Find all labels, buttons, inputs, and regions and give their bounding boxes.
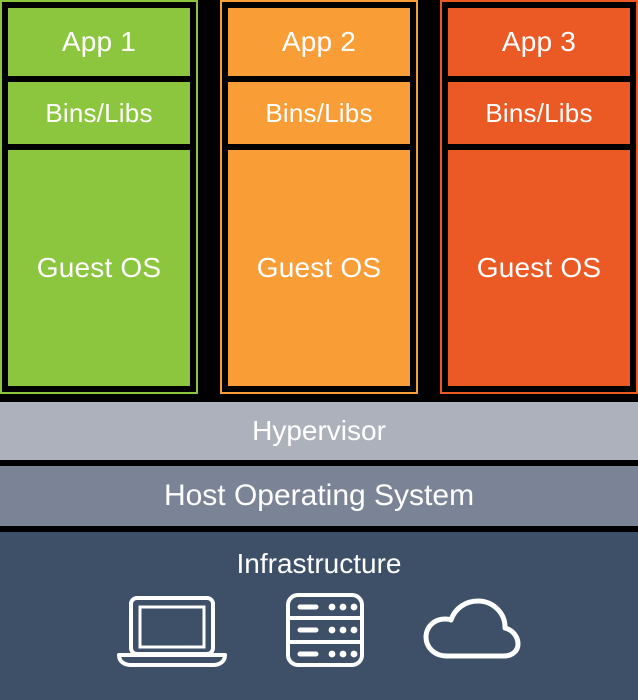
infrastructure-panel: Infrastructure <box>0 532 638 700</box>
guest-os-label-3: Guest OS <box>476 252 602 283</box>
vm-column-2: App 2 Bins/Libs Guest OS <box>220 0 418 394</box>
app-label-3: App 3 <box>501 26 577 57</box>
hypervisor-label: Hypervisor <box>252 415 386 446</box>
vm-columns-row: App 1 Bins/Libs Guest OS App 2 Bins/Libs… <box>0 0 638 394</box>
laptop-icon <box>116 592 228 668</box>
guest-os-block-2: Guest OS <box>228 150 410 386</box>
app-block-2: App 2 <box>228 8 410 76</box>
app-block-1: App 1 <box>8 8 190 76</box>
bins-libs-label-1: Bins/Libs <box>45 97 153 128</box>
guest-os-label-2: Guest OS <box>256 252 382 283</box>
bins-libs-label-2: Bins/Libs <box>265 97 373 128</box>
guest-os-block-3: Guest OS <box>448 150 630 386</box>
host-operating-system-label: Host Operating System <box>163 479 475 512</box>
vm-column-1: App 1 Bins/Libs Guest OS <box>0 0 198 394</box>
guest-os-label-1: Guest OS <box>36 252 162 283</box>
vm-column-3: App 3 Bins/Libs Guest OS <box>440 0 638 394</box>
bins-libs-label-3: Bins/Libs <box>485 97 593 128</box>
guest-os-block-1: Guest OS <box>8 150 190 386</box>
bins-libs-block-2: Bins/Libs <box>228 82 410 144</box>
app-label-1: App 1 <box>61 26 137 57</box>
app-label-2: App 2 <box>281 26 357 57</box>
infrastructure-label: Infrastructure <box>236 548 402 579</box>
bins-libs-block-3: Bins/Libs <box>448 82 630 144</box>
cloud-icon <box>422 596 522 664</box>
app-block-3: App 3 <box>448 8 630 76</box>
bins-libs-block-1: Bins/Libs <box>8 82 190 144</box>
server-rack-icon <box>284 592 366 668</box>
hypervisor-band: Hypervisor <box>0 402 638 460</box>
host-operating-system-band: Host Operating System <box>0 466 638 526</box>
infrastructure-icon-row <box>0 592 638 668</box>
